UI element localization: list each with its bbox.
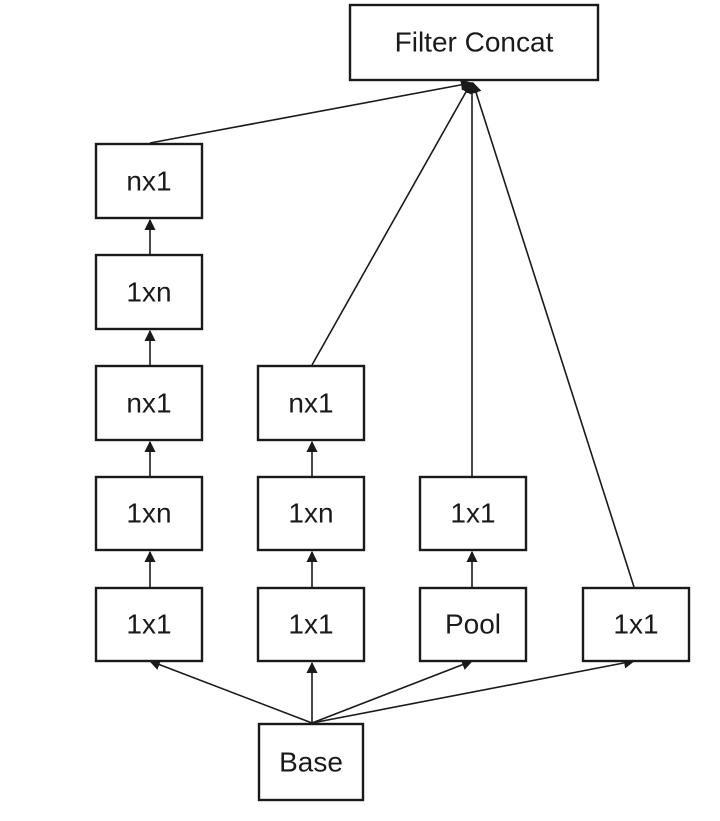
- node-b3-1x1-label: 1x1: [450, 498, 495, 529]
- edge-base-to-b1-1x1: [148, 659, 313, 724]
- node-b2-nx1-label: nx1: [288, 388, 333, 419]
- node-b1-nx1-mid: nx1: [94, 364, 204, 442]
- edge-b4-to-concat: [470, 81, 635, 588]
- node-b1-1xn-low: 1xn: [94, 475, 204, 552]
- node-b3-1x1: 1x1: [418, 475, 528, 552]
- node-b1-1xn-top: 1xn: [94, 253, 204, 331]
- node-b1-nx1-mid-label: nx1: [126, 388, 171, 419]
- edge-base-to-b4-1x1: [311, 657, 636, 724]
- node-base: Base: [257, 722, 365, 802]
- node-b1-1xn-low-label: 1xn: [126, 498, 171, 529]
- node-b2-1xn: 1xn: [256, 475, 366, 552]
- node-filter-concat: Filter Concat: [348, 3, 600, 82]
- node-base-label: Base: [279, 747, 343, 778]
- node-b4-1x1-label: 1x1: [613, 609, 658, 640]
- node-b2-nx1: nx1: [256, 364, 366, 442]
- node-b3-pool-label: Pool: [445, 609, 501, 640]
- node-filter-concat-label: Filter Concat: [395, 27, 554, 58]
- node-b3-pool: Pool: [418, 586, 528, 663]
- node-b1-nx1-top-label: nx1: [126, 166, 171, 197]
- node-b1-1x1-label: 1x1: [126, 609, 171, 640]
- edge-b1-top-to-concat: [149, 79, 473, 144]
- edge-b2-top-to-concat: [311, 82, 472, 366]
- node-b1-nx1-top: nx1: [94, 142, 204, 220]
- edges: [144, 79, 636, 724]
- edge-base-to-pool: [311, 659, 474, 724]
- node-b1-1xn-top-label: 1xn: [126, 277, 171, 308]
- node-b2-1x1-label: 1x1: [288, 609, 333, 640]
- node-b2-1xn-label: 1xn: [288, 498, 333, 529]
- node-b4-1x1: 1x1: [581, 586, 691, 663]
- node-b1-1x1: 1x1: [94, 586, 204, 663]
- node-b2-1x1: 1x1: [256, 586, 366, 663]
